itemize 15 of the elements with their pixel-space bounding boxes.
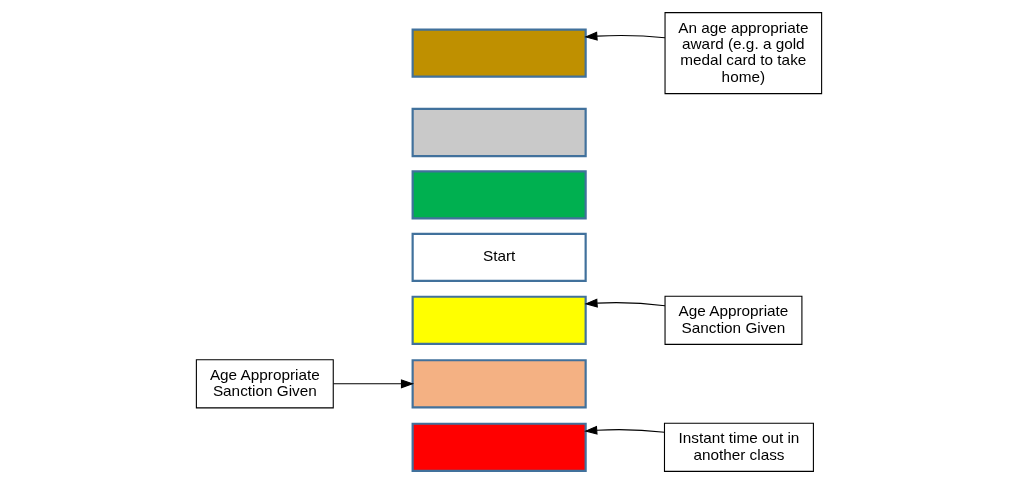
arrow [332,379,415,389]
node-box: An age appropriate award (e.g. a gold medal card to take home) [664,12,823,95]
arrow [584,425,665,435]
node-box: Age Appropriate Sanction Given [195,359,334,409]
node-box: Start [411,232,587,282]
node-box [411,28,587,78]
node-box [411,170,587,220]
node-box [411,422,587,472]
node-box [411,107,587,158]
node-box: Instant time out in another class [663,422,814,472]
arrow [584,31,666,41]
arrow [584,298,666,308]
node-box [411,295,587,345]
node-box: Age Appropriate Sanction Given [664,295,803,345]
node-box [411,359,587,409]
